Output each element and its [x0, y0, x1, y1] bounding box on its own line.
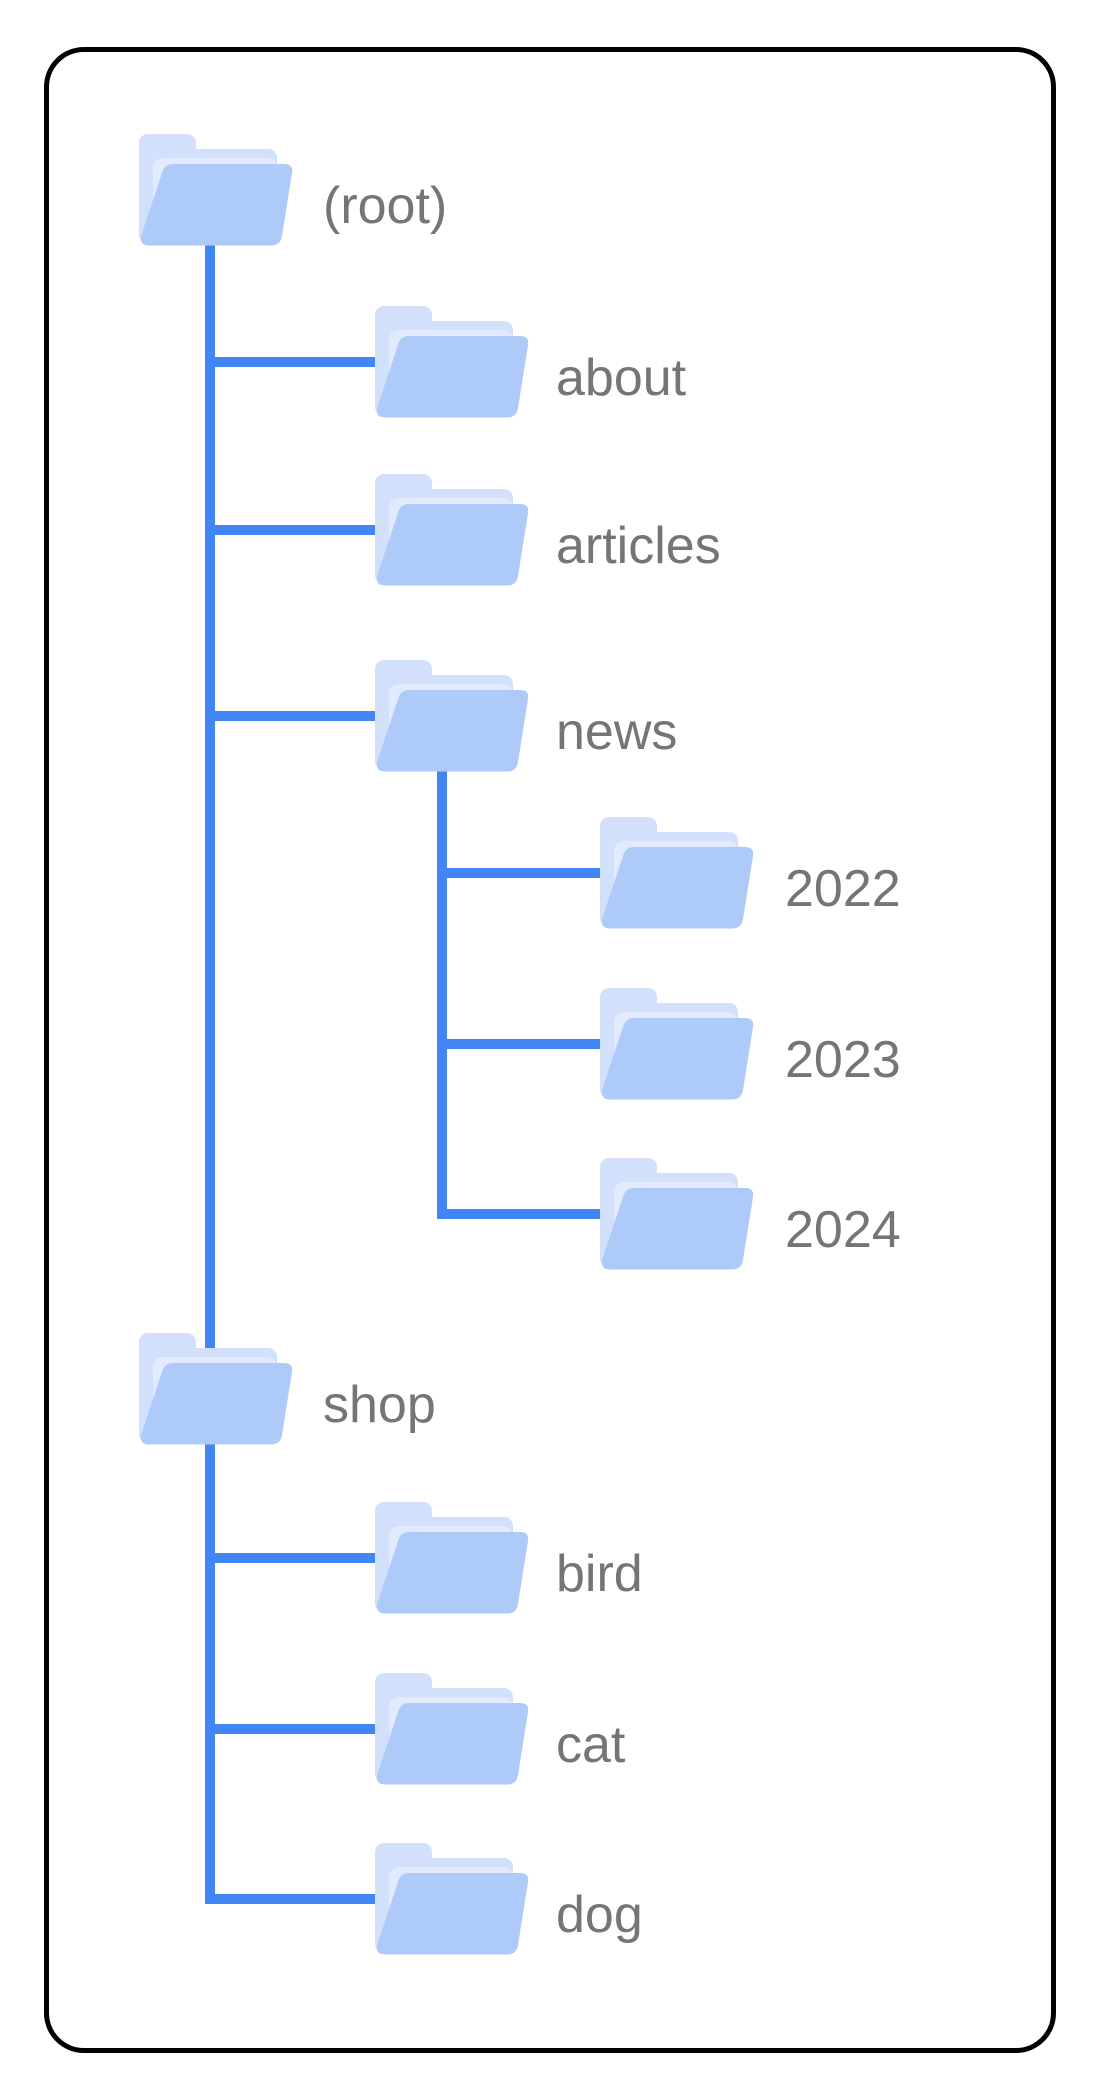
folder-label-2024: 2024 [785, 1201, 901, 1259]
folder-label-shop: shop [323, 1376, 436, 1434]
connector-branch-bird [205, 1553, 395, 1563]
folder-icon-shop [139, 1333, 293, 1445]
folder-label-bird: bird [556, 1545, 643, 1603]
folder-label-articles: articles [556, 517, 721, 575]
connector-branch-about [205, 357, 395, 367]
connector-branch-2023 [437, 1039, 617, 1049]
folder-icon-2024 [600, 1158, 754, 1270]
folder-label-news: news [556, 703, 678, 761]
folder-icon-about [375, 306, 529, 418]
connector-branch-2024 [437, 1209, 617, 1219]
folder-icon-2022 [600, 817, 754, 929]
connector-branch-articles [205, 525, 395, 535]
folder-icon-root [139, 134, 293, 246]
folder-label-dog: dog [556, 1886, 643, 1944]
connector-branch-news [205, 711, 395, 721]
folder-icon-articles [375, 474, 529, 586]
folder-label-2022: 2022 [785, 860, 901, 918]
connector-branch-cat [205, 1724, 395, 1734]
connector-branch-2022 [437, 868, 617, 878]
folder-icon-cat [375, 1673, 529, 1785]
connector-branch-dog [205, 1894, 395, 1904]
folder-icon-news [375, 660, 529, 772]
folder-label-2023: 2023 [785, 1031, 901, 1089]
folder-label-cat: cat [556, 1716, 626, 1774]
folder-icon-bird [375, 1502, 529, 1614]
diagram-frame [44, 47, 1056, 2053]
folder-label-about: about [556, 349, 687, 407]
folder-icon-2023 [600, 988, 754, 1100]
connector-trunk-root [205, 245, 215, 1904]
connector-trunk-news [437, 771, 447, 1219]
folder-label-root: (root) [323, 177, 448, 235]
folder-icon-dog [375, 1843, 529, 1955]
